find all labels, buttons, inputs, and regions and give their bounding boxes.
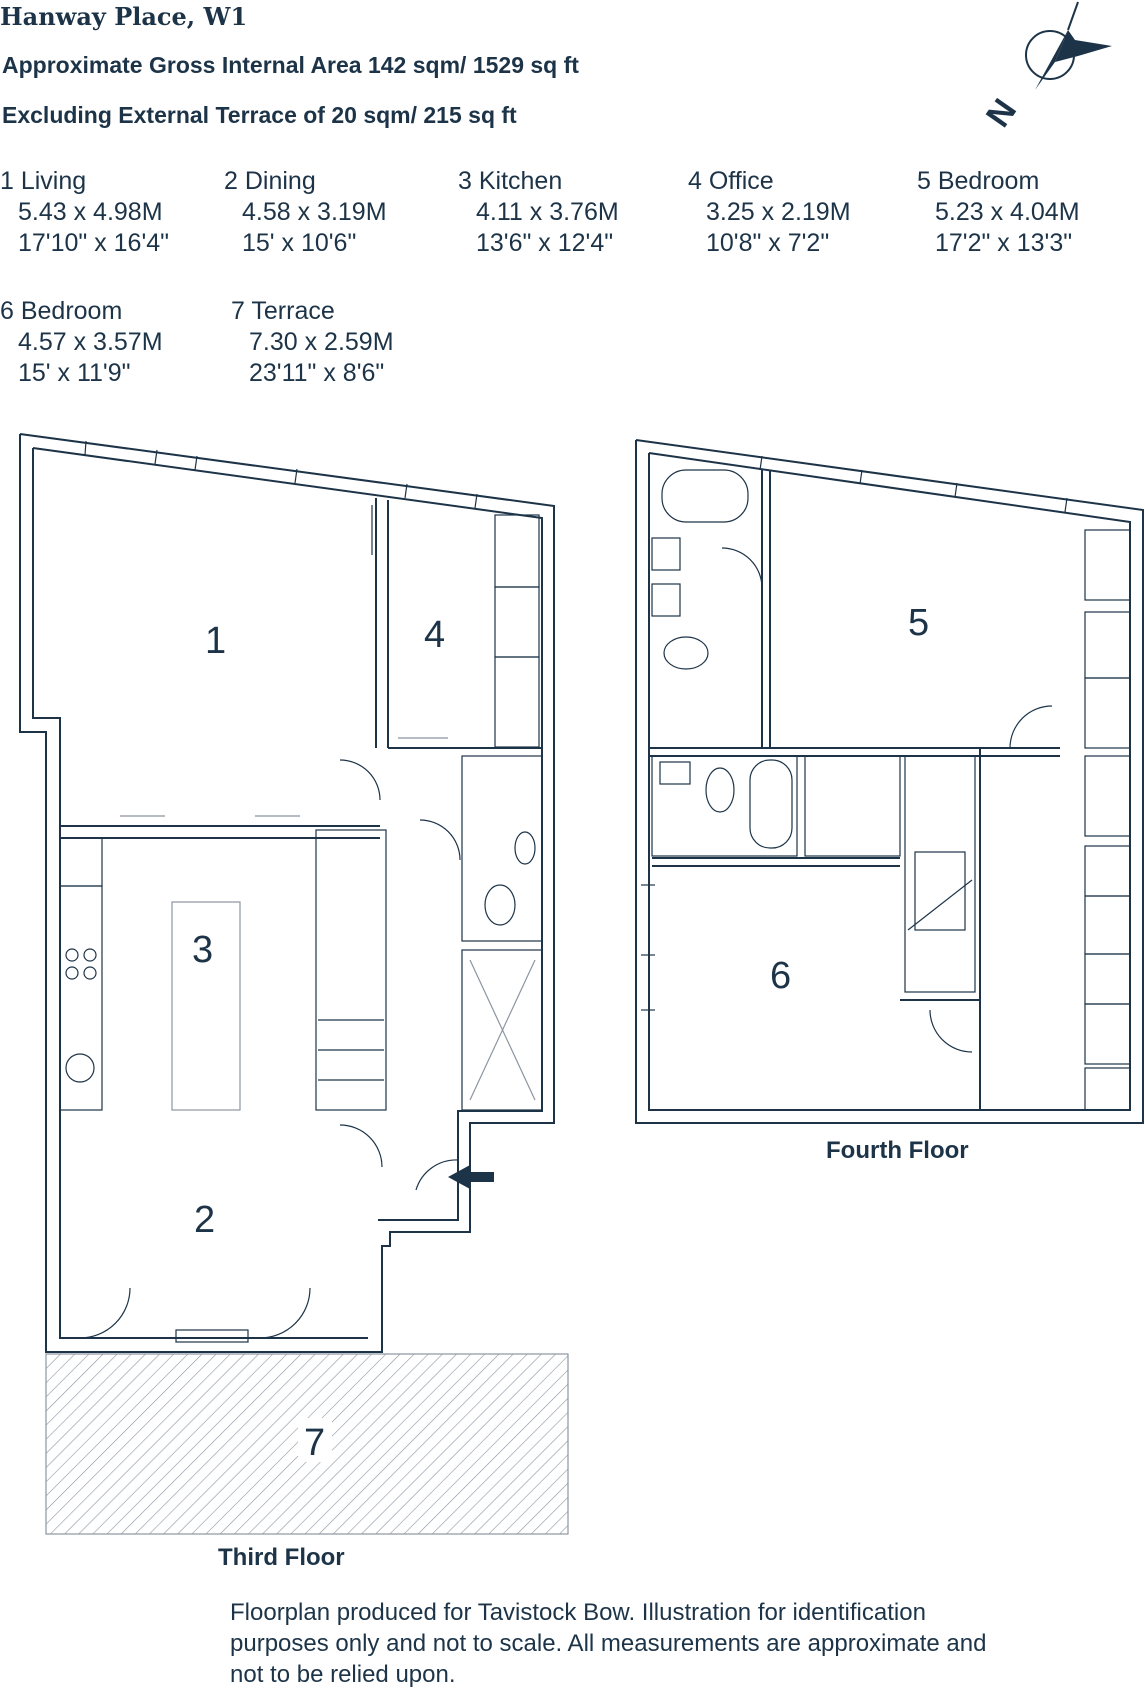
room-schedule-kitchen: 3 Kitchen 4.11 x 3.76M 13'6" x 12'4" (458, 166, 619, 259)
room-name: 6 Bedroom (0, 297, 123, 325)
room-name: 2 Dining (224, 167, 316, 195)
terrace-number-backdrop (298, 1418, 332, 1462)
room-schedule-bedroom-6: 6 Bedroom 4.57 x 3.57M 15' x 11'9" (0, 296, 163, 389)
excluding-terrace-area: Excluding External Terrace of 20 sqm/ 21… (2, 102, 517, 128)
gross-internal-area: Approximate Gross Internal Area 142 sqm/… (2, 52, 579, 78)
room-metric: 4.57 x 3.57M (18, 328, 163, 356)
property-title: Hanway Place, W1 (0, 2, 248, 31)
third-floor-plan: 1 2 3 4 7 (19, 433, 569, 1535)
north-compass-icon: N (979, 1, 1112, 134)
room-schedule-office: 4 Office 3.25 x 2.19M 10'8" x 7'2" (688, 166, 851, 259)
room-imperial: 23'11" x 8'6" (249, 359, 385, 387)
room-metric: 7.30 x 2.59M (249, 328, 394, 356)
room-imperial: 10'8" x 7'2" (706, 229, 830, 257)
room-metric: 5.23 x 4.04M (935, 198, 1080, 226)
room-imperial: 13'6" x 12'4" (476, 229, 614, 257)
room-name: 5 Bedroom (917, 167, 1040, 195)
room-imperial: 15' x 10'6" (242, 229, 357, 257)
room-name: 3 Kitchen (458, 167, 563, 195)
room-schedule-living: 1 Living 5.43 x 4.98M 17'10" x 16'4" (0, 166, 169, 259)
room-imperial: 17'10" x 16'4" (18, 229, 170, 257)
room-schedule-dining: 2 Dining 4.58 x 3.19M 15' x 10'6" (224, 166, 387, 259)
fourth-floor-plan: 5 6 (635, 439, 1144, 1124)
room-number-7: 7 (304, 1422, 325, 1464)
room-metric: 5.43 x 4.98M (18, 198, 163, 226)
room-number-4: 4 (424, 614, 445, 656)
fourth-floor-label: Fourth Floor (826, 1137, 969, 1164)
room-name: 7 Terrace (231, 297, 335, 325)
entrance-arrow-icon (448, 1165, 494, 1189)
room-metric: 4.11 x 3.76M (476, 198, 619, 226)
room-schedule-terrace: 7 Terrace 7.30 x 2.59M 23'11" x 8'6" (231, 296, 394, 389)
room-number-5: 5 (908, 602, 929, 644)
room-metric: 4.58 x 3.19M (242, 198, 387, 226)
room-number-6: 6 (770, 955, 791, 997)
room-number-2: 2 (194, 1199, 215, 1241)
room-number-3: 3 (192, 929, 213, 971)
room-schedule-bedroom-5: 5 Bedroom 5.23 x 4.04M 17'2" x 13'3" (917, 166, 1080, 259)
compass-north-letter: N (979, 92, 1024, 134)
room-name: 1 Living (0, 167, 87, 195)
room-name: 4 Office (688, 167, 774, 195)
third-floor-label: Third Floor (218, 1544, 345, 1571)
room-imperial: 15' x 11'9" (18, 359, 131, 387)
room-number-1: 1 (205, 620, 226, 662)
room-metric: 3.25 x 2.19M (706, 198, 851, 226)
room-imperial: 17'2" x 13'3" (935, 229, 1073, 257)
disclaimer-text: Floorplan produced for Tavistock Bow. Il… (230, 1599, 987, 1688)
